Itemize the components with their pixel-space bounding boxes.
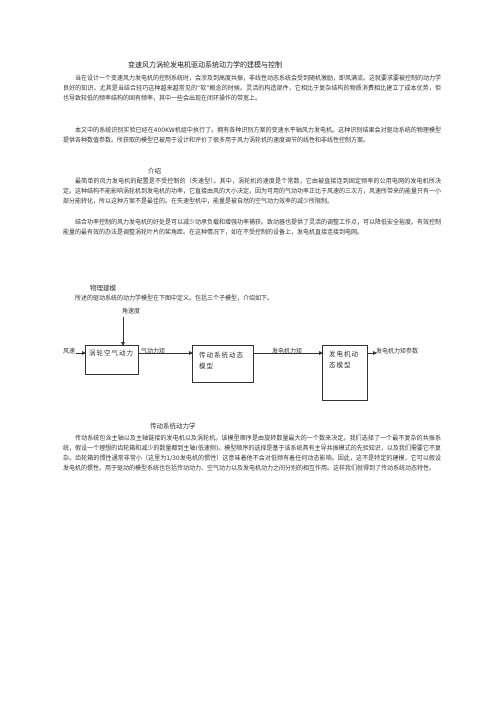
heading-introduction: 介绍 (148, 167, 161, 175)
label-aero-torque: 气动力矩 (141, 348, 166, 355)
paragraph-control-design: 当在设计一个变速风力发电机的控制系统时，会涉及到高度共振，非线性动态系统会受到随… (63, 75, 442, 102)
paragraph-power-control: 结合功率控制的风力发电机的好处是可以减少动承负载和增强功率捕获。致动器也提供了灵… (63, 219, 442, 236)
arrow-generator-torque (254, 351, 323, 355)
paragraph-drivetrain: 传动系统包含主轴以及主轴链接的发电机以及涡轮机。该模型顺序是由旋转数量最大的一个… (63, 435, 441, 472)
arrow-aero-torque (139, 351, 193, 355)
heading-physical-model: 物理建模 (90, 284, 116, 292)
arrow-pitch-angle (121, 317, 125, 346)
label-generator-torque-params: 发电机力矩参数 (376, 348, 419, 355)
box-turbine-aerodynamics: 涡轮空气动力 (85, 345, 139, 375)
paragraph-model-definition: 所述的驱动系统的动力学模型在下图中定义。包括三个子模型，介绍如下。 (75, 295, 274, 302)
paragraph-stall-config: 最简单的风力发电机的配置是不受控制的（失速型）。其中，涡轮机的速度是个常数，它由… (63, 178, 442, 205)
label-generator-torque: 发电机力矩 (272, 348, 303, 355)
arrow-wind-speed (76, 351, 86, 355)
heading-drivetrain-dynamics: 传动系统动力学 (150, 422, 196, 430)
box-drivetrain-dynamics: 传动系统动态模型 (192, 345, 254, 383)
paragraph-identification: 本文中的系统识别实验已经在400KW机组中执行了。拥有各种识别方案的变速水平轴风… (63, 127, 441, 144)
document-title: 变速风力涡轮发电机驱动系统动力学的建模与控制 (128, 61, 282, 69)
box-generator-dynamics: 发电机动态模型 (322, 345, 368, 401)
arrow-generator-output (368, 351, 377, 355)
drivetrain-block-diagram: 角速度 风速 涡轮空气动力 气动力矩 传动系统动态模型 发电机力矩 发电机动态模… (0, 305, 496, 415)
label-wind-speed: 风速 (63, 348, 76, 355)
label-pitch-angle: 角速度 (122, 308, 141, 315)
